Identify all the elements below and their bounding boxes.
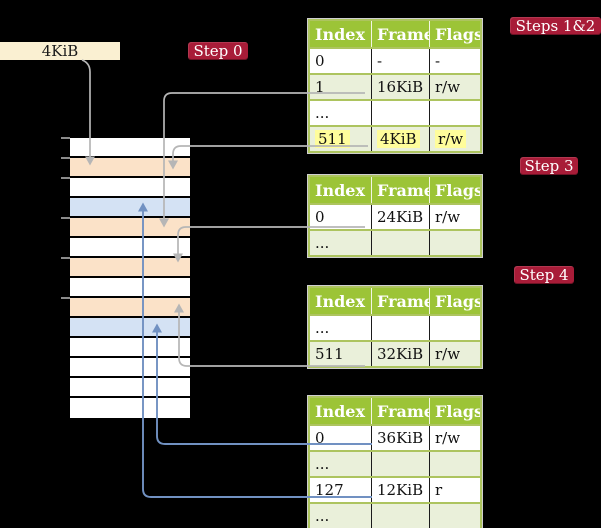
- frame-size-label: 4KiB: [0, 42, 120, 60]
- badge-step-3: Step 3: [520, 157, 578, 175]
- memory-row: [70, 178, 190, 198]
- column-header: Index: [315, 180, 366, 200]
- memory-row: [70, 398, 190, 418]
- table-cell: 32KiB: [371, 342, 429, 366]
- badge-steps-1-2: Steps 1&2: [510, 17, 601, 35]
- column-header: Flags: [429, 398, 480, 424]
- memory-row-blue: [70, 318, 190, 338]
- table-cell: r/w: [429, 205, 480, 229]
- table-cell: [429, 316, 480, 340]
- memory-row: [70, 378, 190, 398]
- table-row: ...: [310, 229, 480, 255]
- badge-step-4: Step 4: [514, 266, 574, 284]
- memory-row-orange: [70, 298, 190, 318]
- memory-ticks: [61, 137, 70, 299]
- table-cell: [371, 316, 429, 340]
- table-row: ...: [310, 99, 480, 125]
- table-cell: ...: [315, 455, 330, 473]
- memory-row-orange: [70, 218, 190, 238]
- table-cell: 24KiB: [371, 205, 429, 229]
- table-row: ...: [310, 502, 480, 528]
- table-cell: -: [429, 49, 480, 73]
- table-cell: 127: [315, 481, 344, 499]
- memory-row: [70, 358, 190, 378]
- memory-row-orange: [70, 158, 190, 178]
- table-cell: 36KiB: [371, 426, 429, 450]
- column-header: Index: [315, 401, 366, 421]
- memory-row: [70, 138, 190, 158]
- table-cell: r/w: [429, 75, 480, 99]
- table-cell: 511: [315, 345, 344, 363]
- table-cell: 4KiB: [371, 127, 429, 151]
- table-cell: ...: [315, 234, 330, 252]
- table-cell: 12KiB: [371, 478, 429, 502]
- memory-column: [70, 138, 190, 418]
- highlighted-value: 4KiB: [377, 130, 420, 148]
- column-header: Flags: [429, 21, 480, 47]
- table-row: 0 --: [310, 47, 480, 73]
- table-cell: r: [429, 478, 480, 502]
- table-cell: 1: [315, 78, 325, 96]
- table-cell: [429, 452, 480, 476]
- table-cell: [371, 452, 429, 476]
- table-cell: 16KiB: [371, 75, 429, 99]
- table-cell: [429, 231, 480, 255]
- table-cell: r/w: [429, 127, 480, 151]
- table-row: ...: [310, 314, 480, 340]
- table-cell: [371, 231, 429, 255]
- column-header: Flags: [429, 288, 480, 314]
- memory-row: [70, 338, 190, 358]
- table-cell: [429, 504, 480, 528]
- table-cell: [371, 504, 429, 528]
- table-cell: ...: [315, 104, 330, 122]
- memory-row: [70, 278, 190, 298]
- table-cell: [429, 101, 480, 125]
- table-cell: ...: [315, 319, 330, 337]
- table-cell: [371, 101, 429, 125]
- table-cell: r/w: [429, 426, 480, 450]
- memory-row-orange: [70, 258, 190, 278]
- column-header: Flags: [429, 177, 480, 203]
- badge-step-0: Step 0: [188, 42, 248, 60]
- column-header: Frame: [371, 288, 429, 314]
- table-cell: -: [371, 49, 429, 73]
- table-cell: 511: [310, 127, 371, 151]
- table-cell: ...: [315, 507, 330, 525]
- table-cell: 0: [315, 429, 325, 447]
- column-header: Index: [315, 291, 366, 311]
- table-cell: 0: [315, 52, 325, 70]
- memory-row: [70, 238, 190, 258]
- highlighted-value: r/w: [435, 130, 467, 148]
- table-cell: r/w: [429, 342, 480, 366]
- column-header: Index: [315, 24, 366, 44]
- highlighted-value: 511: [315, 130, 350, 148]
- column-header: Frame: [371, 21, 429, 47]
- table-cell: 0: [315, 208, 325, 226]
- column-header: Frame: [371, 398, 429, 424]
- table-row: ...: [310, 450, 480, 476]
- column-header: Frame: [371, 177, 429, 203]
- memory-row-blue: [70, 198, 190, 218]
- table-row: 511 4KiB r/w: [310, 125, 480, 151]
